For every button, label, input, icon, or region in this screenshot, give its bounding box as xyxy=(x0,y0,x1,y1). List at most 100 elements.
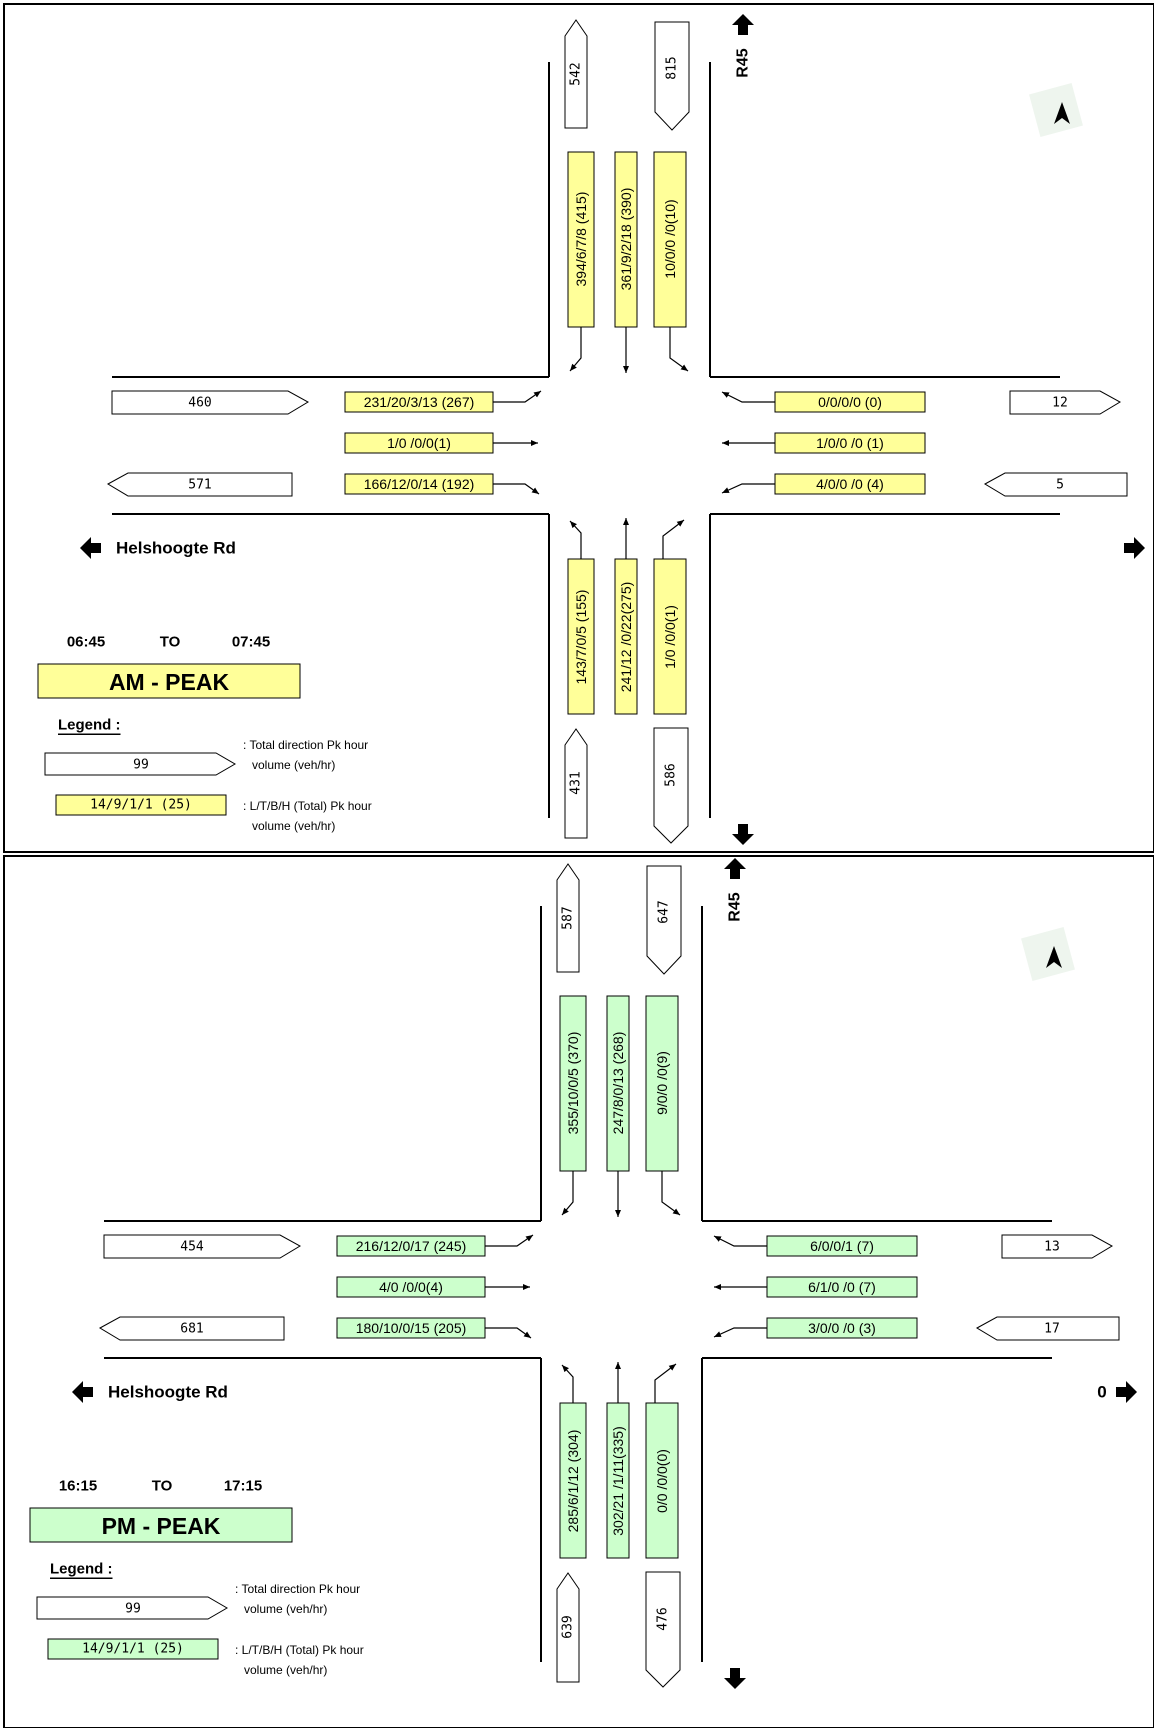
time-to-label: TO xyxy=(152,1478,173,1495)
north-in-total-box xyxy=(654,21,690,131)
time-to: 07:45 xyxy=(232,634,270,651)
south-movement-box-3 xyxy=(653,558,687,715)
pm-panel-frame xyxy=(3,855,1154,1728)
peak-title-box xyxy=(29,1507,293,1543)
south-direction-arrow xyxy=(724,1668,746,1689)
east-in-total: 5 xyxy=(1056,478,1064,493)
north-out-total: 542 xyxy=(569,62,584,85)
road-name-r45: R45 xyxy=(727,892,744,921)
north-in-total-box xyxy=(646,865,682,975)
south-movement-box-3 xyxy=(645,1402,679,1559)
time-to: 17:15 xyxy=(224,1478,262,1495)
north-movement-box-3 xyxy=(653,151,687,328)
legend-movement-desc-1: : L/T/B/H (Total) Pk hour xyxy=(243,799,372,813)
south-right-turn-arrow xyxy=(662,519,685,559)
west-movement-label-2: 4/0 /0/0(4) xyxy=(379,1279,443,1295)
peak-title: PM - PEAK xyxy=(102,1513,221,1539)
west-direction-arrow xyxy=(72,1381,93,1403)
road-name-helshoogte: Helshoogte Rd xyxy=(116,539,236,558)
legend-movement-example-box xyxy=(47,1638,219,1660)
legend-movement-example: 14/9/1/1 (25) xyxy=(82,1642,184,1657)
south-in-total: 431 xyxy=(569,771,584,794)
north-direction-arrow xyxy=(732,14,754,35)
legend-total-example-box xyxy=(36,1596,228,1620)
east-right-turn-arrow xyxy=(713,1235,767,1247)
legend-total-example: 99 xyxy=(133,758,149,773)
north-left-turn-arrow xyxy=(561,1171,574,1216)
north-movement-box-3 xyxy=(645,995,679,1172)
west-right-turn-arrow xyxy=(493,483,540,495)
south-movement-label-2: 241/12 /0/22(275) xyxy=(618,582,634,693)
north-movement-label-2: 247/8/0/13 (268) xyxy=(610,1032,626,1135)
east-movement-label-1: 6/0/0/1 (7) xyxy=(810,1238,874,1254)
road-name-helshoogte: Helshoogte Rd xyxy=(108,1383,228,1402)
west-out-total: 454 xyxy=(180,1240,204,1255)
south-in-total-box xyxy=(556,1572,580,1683)
east-out-total: 13 xyxy=(1044,1240,1060,1255)
legend-title: Legend : xyxy=(58,717,121,734)
legend-movement-example-box xyxy=(55,794,227,816)
legend-total-example: 99 xyxy=(125,1602,141,1617)
east-out-total-box xyxy=(1009,390,1122,415)
west-right-turn-arrow xyxy=(485,1327,532,1339)
time-from: 06:45 xyxy=(67,634,105,651)
west-in-total: 571 xyxy=(188,478,211,493)
east-in-total: 17 xyxy=(1044,1322,1060,1337)
legend-total-example-box xyxy=(44,752,236,776)
east-out-total-box xyxy=(1001,1234,1114,1259)
north-compass-background xyxy=(1029,83,1083,137)
north-movement-label-3: 10/0/0 /0(10) xyxy=(662,199,678,278)
legend-movement-desc-2: volume (veh/hr) xyxy=(252,819,335,833)
south-movement-label-2: 302/21 /1/11(335) xyxy=(610,1426,626,1536)
south-movement-box-1 xyxy=(567,558,595,715)
south-left-turn-arrow xyxy=(561,1364,574,1403)
west-out-total: 460 xyxy=(188,396,211,411)
legend-total-desc-2: volume (veh/hr) xyxy=(252,758,335,772)
west-movement-label-1: 231/20/3/13 (267) xyxy=(364,394,475,410)
am-panel-frame xyxy=(3,3,1154,853)
south-direction-arrow xyxy=(732,824,754,845)
south-out-total: 586 xyxy=(664,763,679,786)
west-in-total-box xyxy=(98,1316,285,1341)
east-movement-label-2: 6/1/0 /0 (7) xyxy=(808,1279,876,1295)
road-name-r45: R45 xyxy=(735,48,752,77)
east-movement-label-2: 1/0/0 /0 (1) xyxy=(816,435,884,451)
west-in-total-box xyxy=(106,472,293,497)
west-movement-label-2: 1/0 /0/0(1) xyxy=(387,435,451,451)
south-movement-box-1 xyxy=(559,1402,587,1559)
east-direction-arrow xyxy=(1124,537,1145,559)
legend-movement-desc-2: volume (veh/hr) xyxy=(244,1663,327,1677)
north-in-total: 647 xyxy=(657,900,672,923)
legend-title: Legend : xyxy=(50,1561,113,1578)
west-movement-label-3: 166/12/0/14 (192) xyxy=(364,476,475,492)
west-left-turn-arrow xyxy=(493,390,542,403)
west-movement-label-1: 216/12/0/17 (245) xyxy=(356,1238,467,1254)
time-from: 16:15 xyxy=(59,1478,97,1495)
west-in-total: 681 xyxy=(180,1322,203,1337)
north-out-total-box xyxy=(556,863,580,973)
south-right-turn-arrow xyxy=(654,1363,677,1403)
north-right-turn-arrow xyxy=(669,327,689,372)
south-movement-label-1: 285/6/1/12 (304) xyxy=(565,1430,581,1533)
peak-title-box xyxy=(37,663,301,699)
south-in-total-box xyxy=(564,728,588,839)
east-right-turn-arrow xyxy=(721,391,775,403)
north-direction-arrow xyxy=(724,858,746,879)
legend-total-desc-2: volume (veh/hr) xyxy=(244,1602,327,1616)
south-out-total: 476 xyxy=(656,1607,671,1630)
west-direction-arrow xyxy=(80,537,101,559)
south-in-total: 639 xyxy=(561,1615,576,1638)
north-out-total: 587 xyxy=(561,906,576,929)
west-movement-label-3: 180/10/0/15 (205) xyxy=(356,1320,467,1336)
north-movement-box-1 xyxy=(567,151,595,328)
south-movement-label-3: 1/0 /0/0(1) xyxy=(662,605,678,669)
east-in-total-box xyxy=(975,1316,1120,1341)
south-out-total-box xyxy=(645,1571,681,1688)
north-out-total-box xyxy=(564,19,588,129)
peak-title: AM - PEAK xyxy=(109,669,230,695)
north-movement-label-1: 355/10/0/5 (370) xyxy=(565,1032,581,1135)
east-movement-label-3: 3/0/0 /0 (3) xyxy=(808,1320,876,1336)
north-in-total: 815 xyxy=(665,56,680,79)
north-movement-label-3: 9/0/0 /0(9) xyxy=(654,1051,670,1115)
